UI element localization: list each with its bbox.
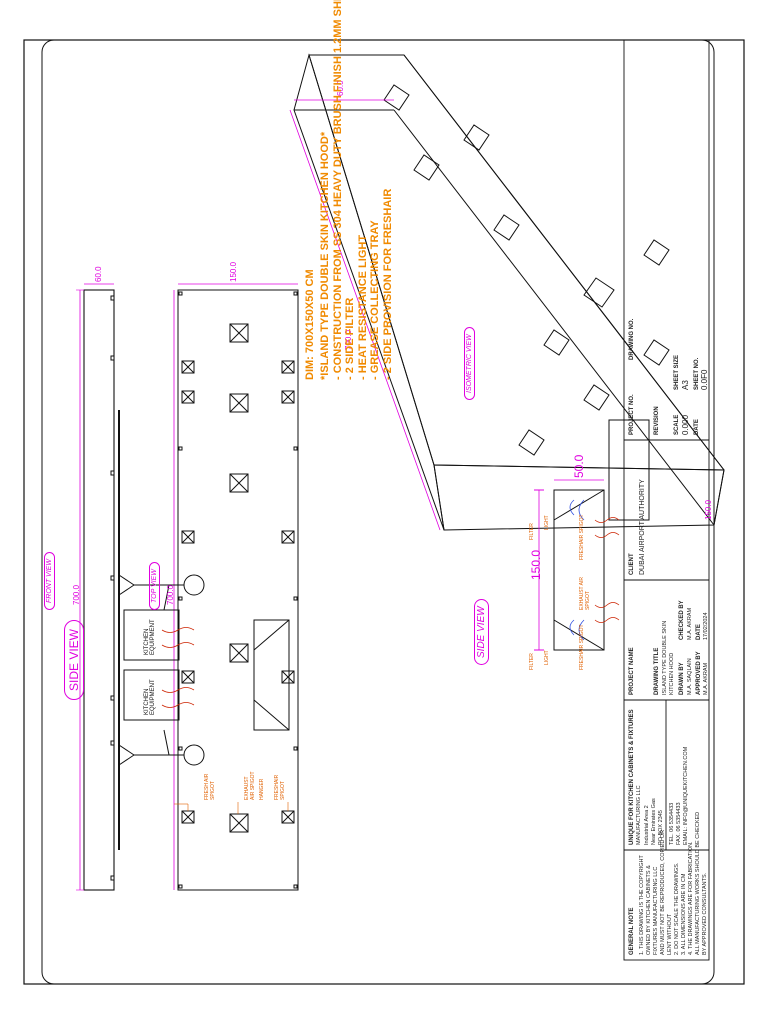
company-sub: MANUFACTURING LLC bbox=[636, 785, 642, 845]
address-4: FAX. 06 5354433 bbox=[676, 802, 682, 845]
drawn-by: M.A. SAQLAIN bbox=[687, 658, 693, 695]
address-2: PO BOX 2345 bbox=[658, 810, 664, 845]
top-view bbox=[173, 283, 299, 891]
side-view-label: SIDE VIEW bbox=[474, 599, 489, 665]
general-note-0: 1. THIS DRAWING IS THE COPYRIGHT bbox=[639, 855, 645, 955]
general-note-7: 4. THE DRAWINGS ARE FOR FABRICATION. bbox=[688, 841, 694, 955]
client-label: CLIENT bbox=[629, 553, 635, 575]
project-no-label: PROJECT NO. bbox=[629, 394, 635, 435]
drawing-no-label: DRAWING NO. bbox=[629, 318, 635, 360]
side-height-dim: 50.0 bbox=[572, 454, 586, 478]
general-note-9: BY APPROVED CONSULTANTS. bbox=[702, 872, 708, 955]
project-name-label: PROJECT NAME bbox=[629, 647, 635, 695]
side-tag-light-top: LIGHT bbox=[544, 515, 550, 530]
side-tag-filter-bottom: FILTER bbox=[529, 653, 535, 670]
notes-block: *ISLAND TYPE DOUBLE SKIN KITCHEN HOOD* -… bbox=[319, 0, 394, 380]
side-view-small bbox=[534, 419, 650, 651]
address-3: TEL. 06 5354433 bbox=[669, 802, 675, 845]
top-view-label: TOP VIEW bbox=[149, 562, 160, 610]
note-item-3: - HEAT RESISTANCE LIGHT bbox=[356, 234, 369, 380]
note-item-4: - GREASE COLLECTING TRAY bbox=[369, 220, 381, 380]
note-item-1: - CONSTRUCTION FROM SS 304 HEAVY DUTY BR… bbox=[331, 0, 344, 380]
iso-width-dim: 150.0 bbox=[704, 499, 713, 520]
drawing-title-label: DRAWING TITLE bbox=[654, 647, 660, 695]
notes-dim: DIM: 700X150X50 CM bbox=[304, 269, 316, 380]
title-block bbox=[623, 39, 710, 961]
sheet-no: 0.0F0 bbox=[700, 369, 709, 390]
front-view bbox=[76, 283, 115, 891]
tag-hanger: HANGER bbox=[259, 778, 265, 800]
approved-by-label: APPROVED BY bbox=[696, 651, 702, 695]
side-tag-freshair-top: FRESHAIR SPIGOT bbox=[579, 514, 585, 560]
general-note-4: LENT WITHOUT bbox=[667, 913, 673, 955]
drawing-canvas bbox=[41, 39, 725, 985]
isometric-view bbox=[289, 53, 725, 531]
drawing-area: 700.0 60.0 700.0 150.0 700.0 60.0 150.0 … bbox=[24, 0, 744, 1000]
date2-label: DATE bbox=[694, 419, 700, 435]
general-note-6: 3. ALL DIMENSIONS ARE IN CM bbox=[681, 873, 687, 955]
address-0: Industrial Area 2 bbox=[644, 805, 650, 845]
address-5: EMAIL: INFO@UNIQUEKITCHEN.COM bbox=[683, 746, 689, 845]
side-view-large bbox=[118, 410, 290, 850]
side-tag-freshair-bottom: FRESHAIR SPIGOT bbox=[579, 624, 585, 670]
checked-by: M.A. AKRAM bbox=[687, 607, 693, 640]
general-note-2: FIXTURES MANUFACTURING LLC bbox=[653, 866, 659, 955]
general-note-8: ALL MANUFACTURING WORKS SHOULD BE CHECKE… bbox=[695, 811, 701, 955]
address-1: Near Emirates Gas bbox=[651, 798, 657, 845]
sheet-size: A3 bbox=[681, 380, 690, 390]
general-note-3: AND MUST NOT BE REPRODUCED, COPIED OR bbox=[660, 829, 666, 955]
revision-label: REVISION bbox=[654, 406, 660, 435]
side-tag-light-bottom: LIGHT bbox=[544, 650, 550, 665]
approved-by: M.A. AKRAM bbox=[703, 662, 709, 695]
general-note-heading: GENERAL NOTE bbox=[629, 907, 635, 955]
date-label: DATE bbox=[696, 624, 702, 640]
note-item-2: - 2 SIDE FILTER bbox=[344, 297, 356, 380]
top-width-dim: 150.0 bbox=[229, 261, 238, 282]
note-item-5: - 2 SIDE PROVISION FOR FRESHAIR bbox=[381, 188, 394, 380]
isometric-view-label: ISOMETRIC VIEW bbox=[464, 327, 475, 400]
scale: 0.000 bbox=[681, 414, 690, 435]
side-width-dim: 150.0 bbox=[529, 549, 543, 580]
top-length-dim: 700.0 bbox=[166, 584, 175, 605]
side-view-large-label: SIDE VIEW bbox=[64, 619, 84, 700]
sheet-size-label: SHEET SIZE bbox=[674, 354, 680, 390]
front-height-dim: 60.0 bbox=[94, 266, 103, 282]
inner-border bbox=[41, 39, 715, 985]
scale-label: SCALE bbox=[674, 414, 680, 435]
front-length-dim: 700.0 bbox=[72, 584, 81, 605]
client: DUBAI AIRPORT AUTHORITY bbox=[639, 479, 646, 575]
front-view-label: FRONT VIEW bbox=[44, 552, 55, 610]
general-note-1: OWNED BY KITCHEN CABINETS & bbox=[646, 865, 652, 955]
side-tag-filter-top: FILTER bbox=[529, 523, 535, 540]
date: 17/02/2024 bbox=[703, 612, 709, 640]
company-name: UNIQUE FOR KITCHEN CABINETS & FIXTURES bbox=[629, 709, 635, 845]
general-note-5: 2. DO NOT SCALE THE DRAWINGS. bbox=[674, 862, 680, 956]
drawn-by-label: DRAWN BY bbox=[679, 662, 685, 695]
checked-by-label: CHECKED BY bbox=[679, 600, 685, 640]
notes-title: *ISLAND TYPE DOUBLE SKIN KITCHEN HOOD* bbox=[319, 131, 331, 380]
